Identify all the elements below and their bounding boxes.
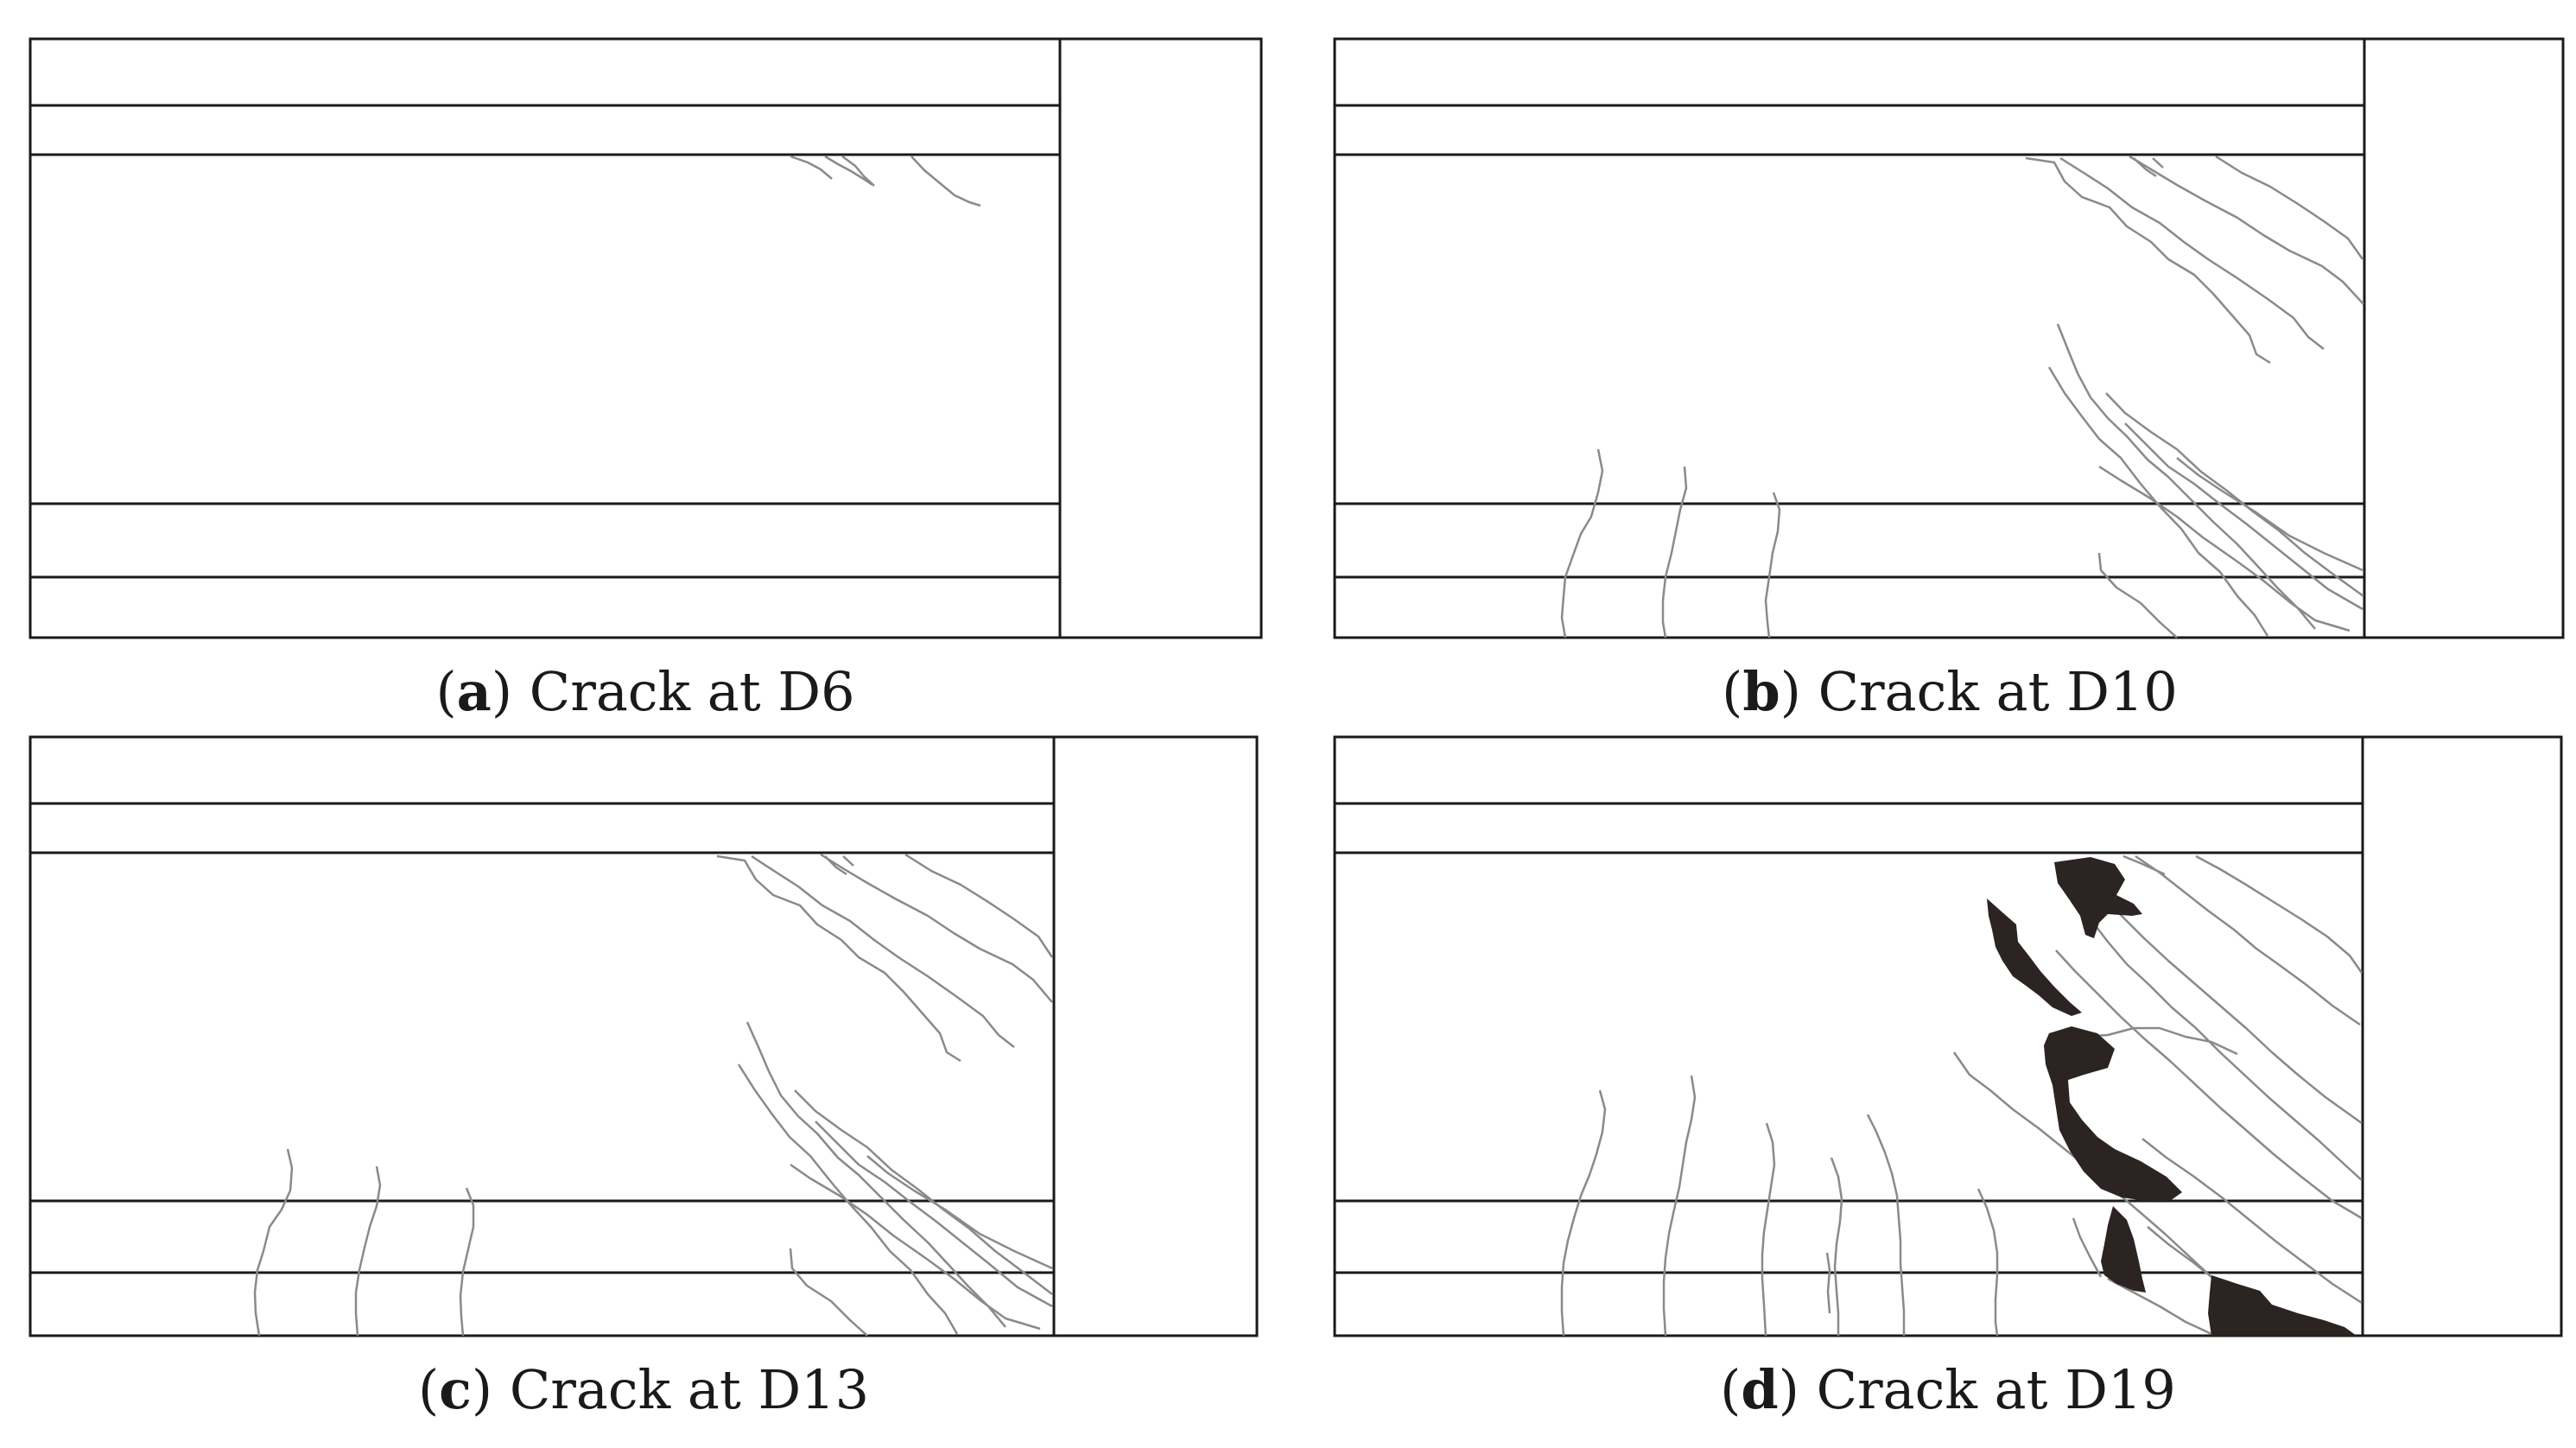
panel-c-cracks xyxy=(253,853,1054,1337)
panel-d-cracks xyxy=(1560,854,2363,1337)
panel-a-caption: (a) Crack at D6 xyxy=(435,660,855,723)
panel-b-letter: b xyxy=(1742,660,1780,723)
panel-c-caption: (c) Crack at D13 xyxy=(417,1358,870,1421)
panel-c xyxy=(29,735,1259,1337)
panel-d-title: Crack at D19 xyxy=(1816,1358,2176,1421)
panel-c-title: Crack at D13 xyxy=(509,1358,870,1421)
panel-a-cracks xyxy=(790,155,981,207)
panel-a-outline xyxy=(29,37,1263,639)
panel-a xyxy=(29,37,1263,639)
panel-b-cracks xyxy=(1560,155,2364,638)
panel-d-letter: d xyxy=(1741,1358,1779,1421)
panel-c-letter: c xyxy=(439,1358,472,1421)
panel-d-spalling xyxy=(1987,857,2357,1336)
panel-d-caption: (d) Crack at D19 xyxy=(1720,1358,2176,1421)
panel-d-outline xyxy=(1333,735,2563,1337)
panel-a-letter: a xyxy=(456,660,492,723)
panel-d xyxy=(1333,735,2563,1337)
panel-b-outline xyxy=(1333,37,2565,639)
panel-a-title: Crack at D6 xyxy=(529,660,855,723)
panel-b-caption: (b) Crack at D10 xyxy=(1722,660,2178,723)
panel-b xyxy=(1333,37,2565,639)
panel-c-outline xyxy=(29,735,1259,1337)
panel-b-title: Crack at D10 xyxy=(1818,660,2178,723)
